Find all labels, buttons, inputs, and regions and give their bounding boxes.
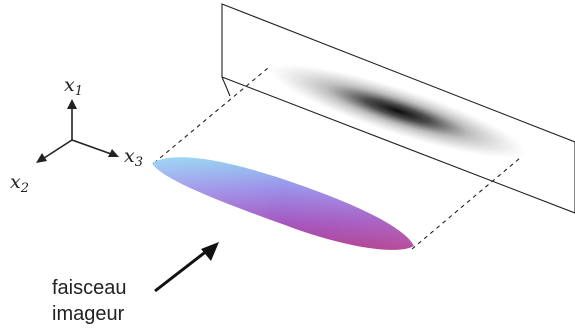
caption-line-1: faisceau bbox=[52, 277, 127, 299]
projection-line-upper bbox=[153, 67, 269, 164]
x2-arrowhead bbox=[36, 153, 47, 163]
axis-label-x2: x2 bbox=[10, 171, 29, 196]
caption-line-2: imageur bbox=[52, 303, 125, 325]
axis-label-x1: x1 bbox=[64, 74, 83, 99]
x1-arrowhead bbox=[67, 99, 77, 109]
beam-shadow bbox=[269, 63, 527, 159]
imaging-beam bbox=[152, 157, 414, 250]
projection-line-lower bbox=[411, 157, 521, 250]
axis-arrowheads bbox=[36, 99, 119, 163]
pointer-arrow-icon bbox=[154, 242, 219, 293]
plane-bottom-edge bbox=[221, 76, 231, 97]
axis-label-x3: x3 bbox=[124, 145, 143, 170]
coordinate-axes bbox=[40, 104, 115, 161]
x3-arrowhead bbox=[108, 149, 119, 157]
